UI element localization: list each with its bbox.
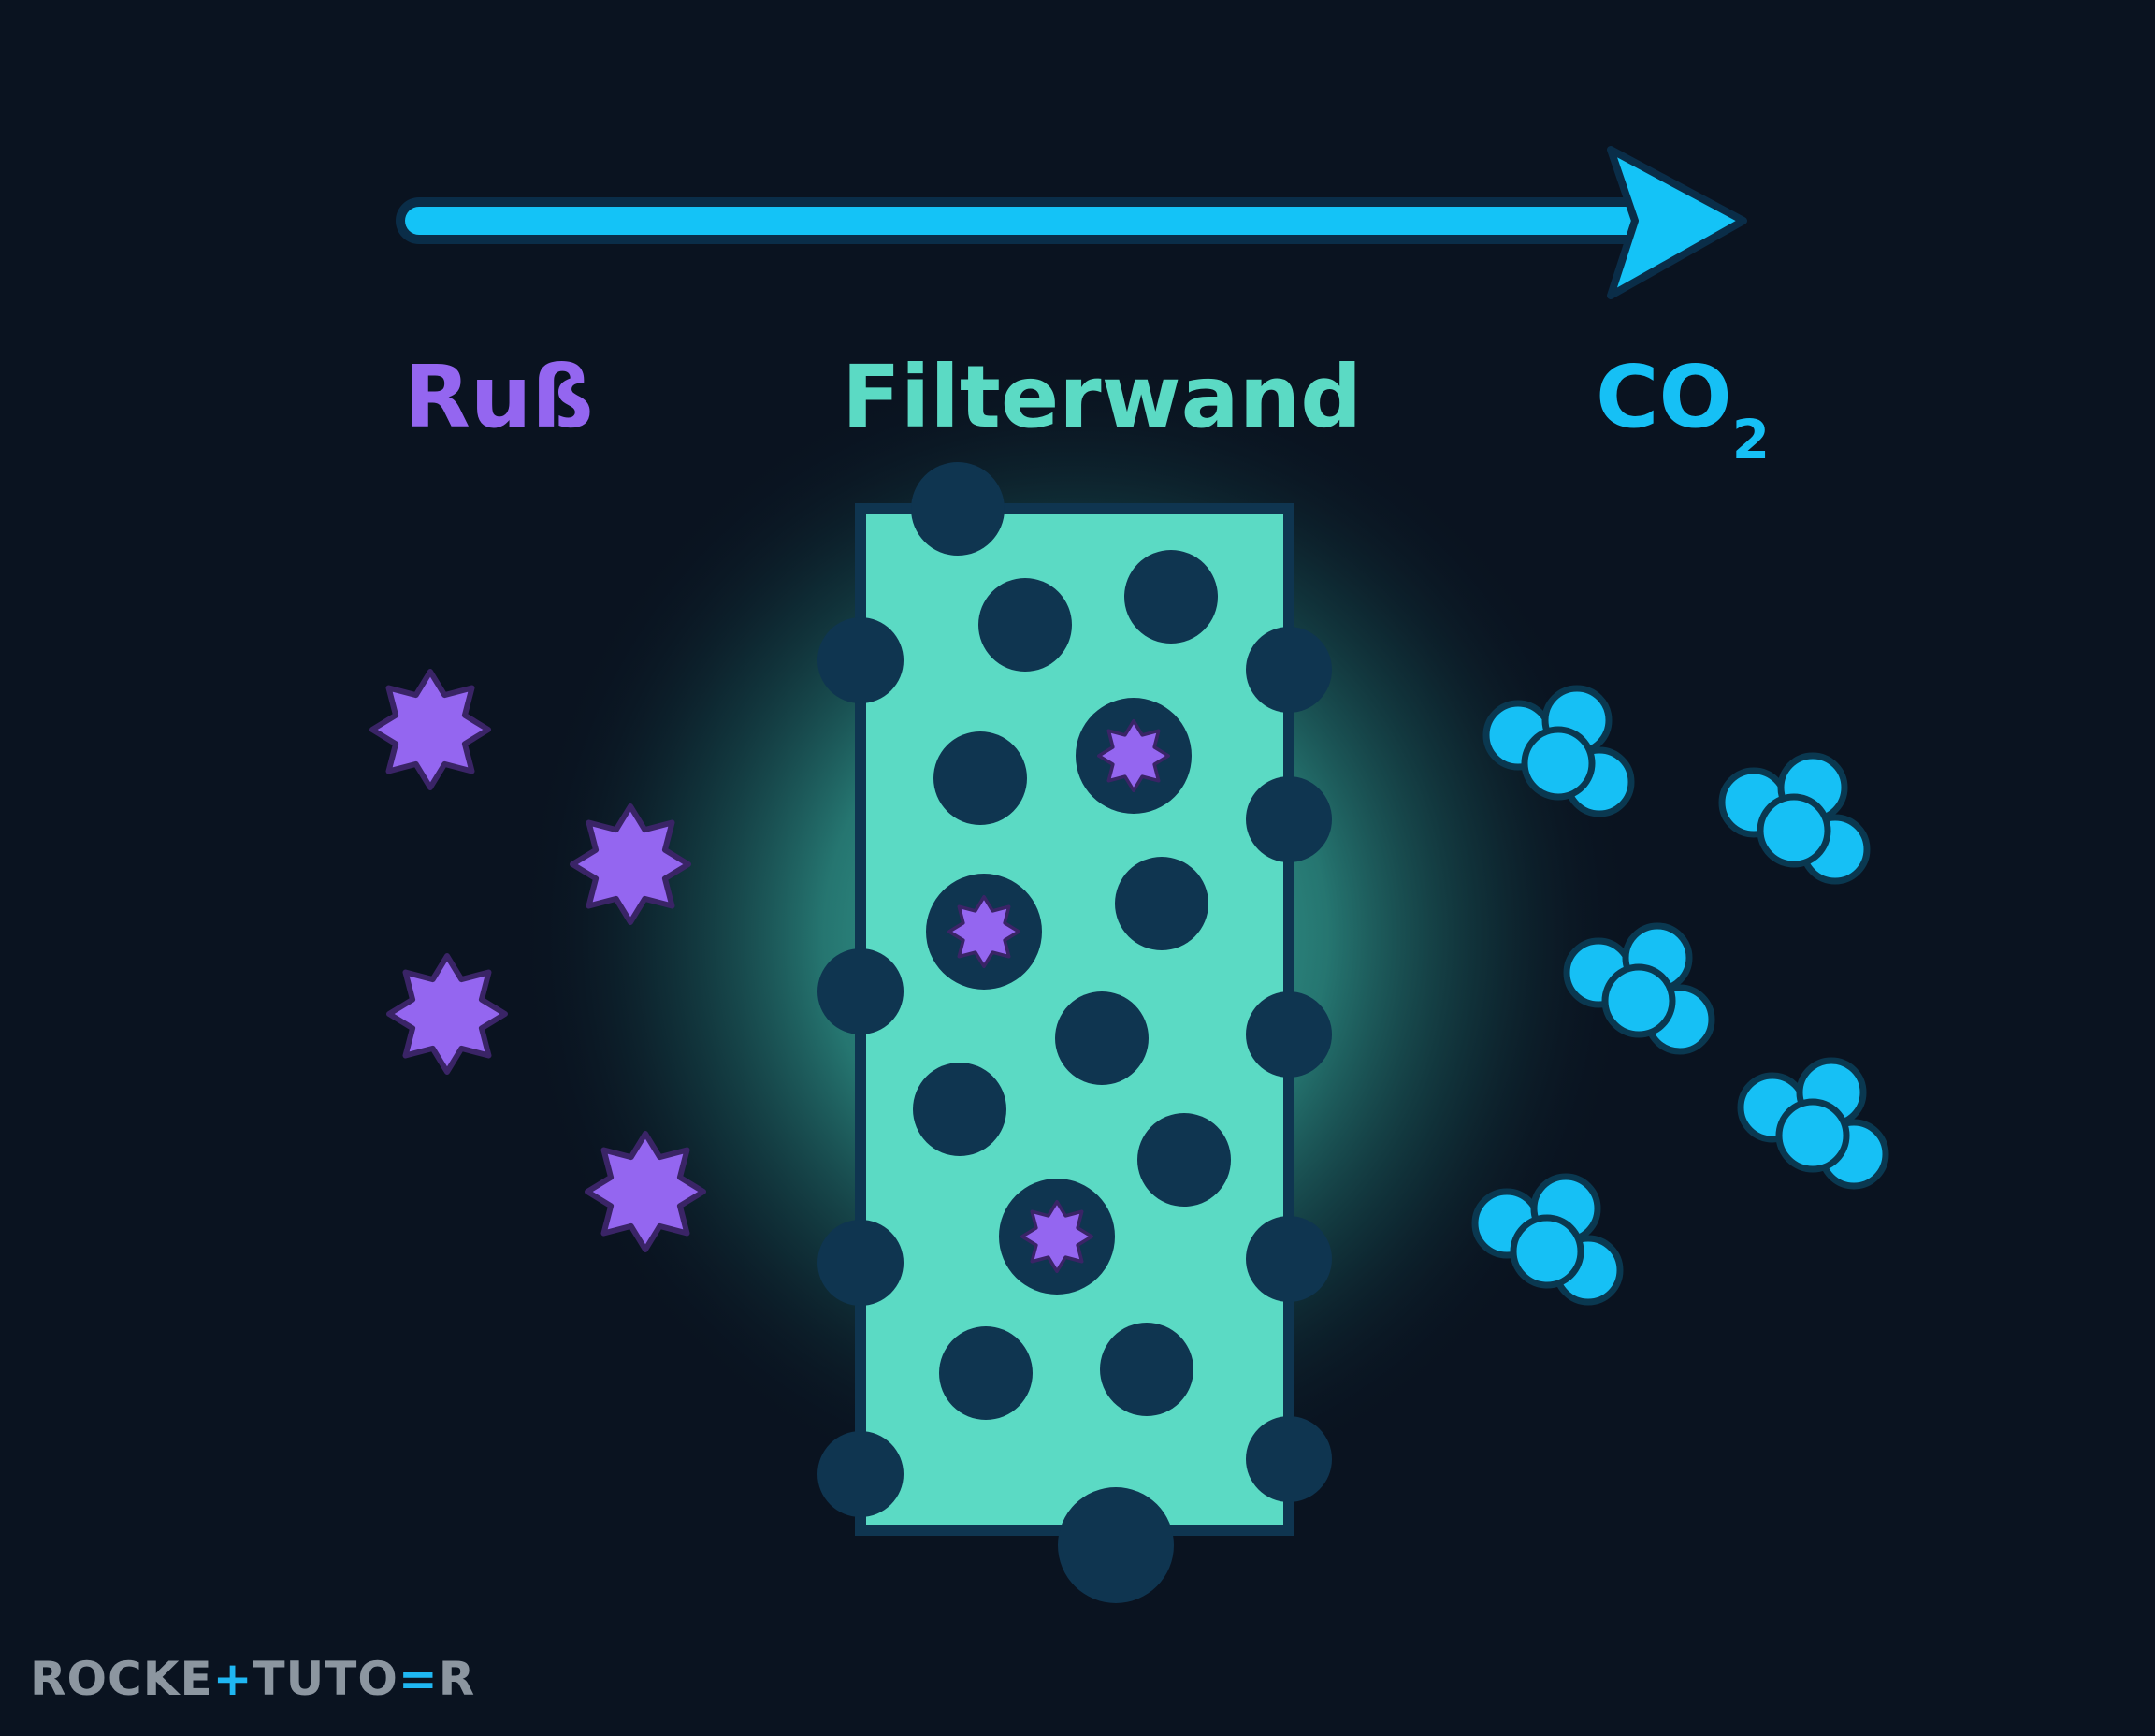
filter-wall bbox=[817, 462, 1332, 1603]
wall-label: Filterwand bbox=[842, 347, 1362, 447]
circle-icon bbox=[978, 578, 1072, 672]
star-icon bbox=[1097, 718, 1170, 793]
star-icon bbox=[1020, 1200, 1093, 1273]
arrow-right-icon bbox=[396, 146, 1747, 299]
soot-label: Ruß bbox=[404, 347, 594, 447]
circle-icon bbox=[817, 948, 904, 1034]
brand-accent-2: = bbox=[398, 1652, 439, 1706]
star-icon bbox=[587, 1134, 703, 1250]
star-icon bbox=[947, 894, 1020, 968]
star-icon bbox=[572, 806, 688, 922]
circle-icon bbox=[1100, 1323, 1193, 1416]
circle-icon bbox=[913, 1063, 1006, 1156]
circle-icon bbox=[1058, 1487, 1174, 1603]
circle-icon bbox=[1246, 991, 1332, 1078]
brand-part-1: ROCKE bbox=[30, 1652, 213, 1706]
brand-part-3: R bbox=[438, 1652, 476, 1706]
circle-icon bbox=[1124, 550, 1218, 644]
star-icon bbox=[372, 672, 488, 788]
co2-label: CO2 bbox=[1596, 347, 1770, 471]
brand-part-2: TUTO bbox=[253, 1652, 398, 1706]
circle-icon bbox=[1246, 776, 1332, 862]
circle-icon bbox=[1055, 991, 1149, 1085]
star-icon bbox=[389, 956, 505, 1072]
circle-icon bbox=[817, 617, 904, 703]
circle-icon bbox=[1137, 1113, 1231, 1207]
circle-icon bbox=[939, 1326, 1033, 1420]
circle-icon bbox=[911, 462, 1005, 556]
circle-icon bbox=[817, 1220, 904, 1306]
circle-icon bbox=[1246, 1416, 1332, 1502]
circle-icon bbox=[1246, 1216, 1332, 1302]
circle-icon bbox=[1115, 857, 1208, 950]
circle-icon bbox=[817, 1431, 904, 1517]
brand-watermark: ROCKE+TUTO=R bbox=[30, 1656, 475, 1702]
circle-icon bbox=[1246, 627, 1332, 713]
circle-icon bbox=[933, 731, 1027, 825]
co2-main-text: CO bbox=[1596, 347, 1732, 447]
brand-accent-1: + bbox=[212, 1652, 253, 1706]
wall-pores bbox=[817, 462, 1332, 1603]
co2-subscript: 2 bbox=[1732, 408, 1770, 471]
